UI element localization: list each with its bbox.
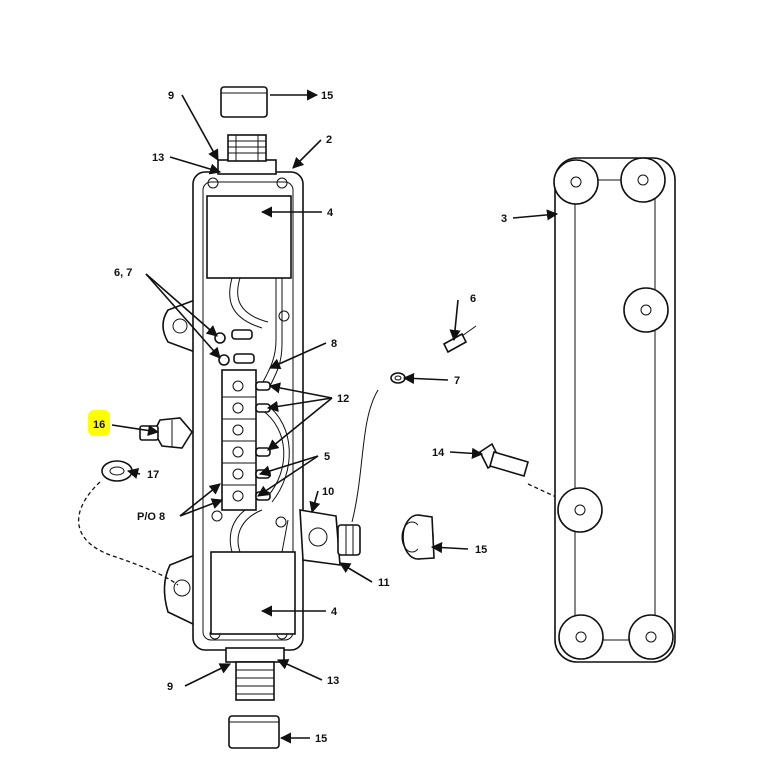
bottom-dust-cap xyxy=(228,715,280,749)
bottom-module xyxy=(210,551,296,635)
callout-14: 14 xyxy=(432,447,445,459)
top-connector xyxy=(217,134,277,175)
side-dust-cap xyxy=(401,514,435,560)
bolt-14 xyxy=(478,442,529,477)
callout-7: 7 xyxy=(454,375,460,387)
washer-17 xyxy=(101,460,133,482)
callout-13-bottom: 13 xyxy=(327,675,339,687)
ground-screws xyxy=(214,329,255,366)
callout-6: 6 xyxy=(470,293,476,305)
callout-17: 17 xyxy=(147,469,159,481)
callout-15-mid: 15 xyxy=(475,544,487,556)
screw-6 xyxy=(442,325,477,354)
assembly-path-bolt xyxy=(77,481,179,586)
top-dust-cap xyxy=(220,86,268,118)
gasket xyxy=(553,157,676,663)
callout-10: 10 xyxy=(322,486,334,498)
callout-6-7: 6, 7 xyxy=(114,267,132,279)
callout-8: 8 xyxy=(331,338,337,350)
callout-9-bottom: 9 xyxy=(167,681,173,693)
callout-2: 2 xyxy=(326,134,332,146)
callout-po-8: P/O 8 xyxy=(137,511,165,523)
callout-16: 16 xyxy=(93,419,105,431)
leader-lines xyxy=(111,89,559,744)
bolt-16 xyxy=(139,417,193,449)
callout-5: 5 xyxy=(324,451,330,463)
callout-15-bottom: 15 xyxy=(315,733,327,745)
side-receptacle xyxy=(299,389,379,566)
callout-3: 3 xyxy=(501,213,507,225)
callout-9-top: 9 xyxy=(168,90,174,102)
callout-13-top: 13 xyxy=(152,152,164,164)
washer-7 xyxy=(390,372,406,384)
callout-12: 12 xyxy=(337,393,349,405)
callout-16-highlight xyxy=(88,410,110,436)
callout-4-bottom: 4 xyxy=(331,606,338,618)
top-module xyxy=(206,195,292,279)
assembly-path-14 xyxy=(527,483,581,509)
callout-15-top: 15 xyxy=(321,90,333,102)
terminal-block xyxy=(221,369,257,511)
bottom-connector xyxy=(225,647,285,701)
callout-11: 11 xyxy=(378,577,390,589)
callout-4-top: 4 xyxy=(327,207,334,219)
